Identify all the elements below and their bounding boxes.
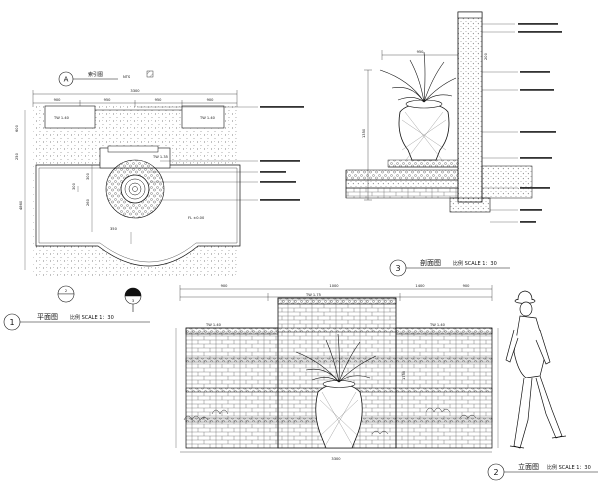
plan-dim-1: 900 (54, 98, 62, 102)
urn-section (398, 99, 450, 161)
elevation-scale: 比例 SCALE 1：30 (547, 464, 591, 471)
section-height-dim: 1350 (362, 128, 366, 138)
section-marker-bottom: 3 (124, 287, 142, 312)
plan-dim-4: 900 (207, 98, 215, 102)
elev-dim-2: 1000 (329, 284, 339, 288)
elev-overall-width: 3300 (331, 457, 341, 461)
plan-dim-2: 950 (104, 98, 112, 102)
elev-height-dim: 1750 (402, 370, 406, 380)
section-marker-left: 2 (57, 285, 75, 303)
index-title: 索引图 (88, 71, 103, 78)
elevation-view: 900 1000 1400 900 3300 TW 1.40 TW 1.75 T… (175, 284, 598, 481)
section-view-number: 3 (395, 264, 400, 273)
center-dim-1: 300 (86, 172, 90, 180)
elevation-title-block: 2 立面图 比例 SCALE 1：30 (487, 462, 598, 481)
small-label: FL ±0.00 (188, 216, 205, 220)
elevation-view-title: 立面图 (518, 462, 539, 471)
section-title-block: 3 剖面图 比例 SCALE 1：30 (389, 258, 510, 277)
right-dim: 4860 (19, 200, 23, 210)
pool-label: TW 1.35 (152, 155, 168, 159)
plan-dimensions (32, 90, 238, 107)
section-top-dim: 950 (417, 50, 425, 54)
elev-left-label: TW 1.40 (205, 323, 222, 327)
index-letter: A (64, 76, 69, 84)
person-figure (505, 290, 567, 449)
elev-dim-1: 900 (221, 284, 229, 288)
left-dim-1: 600 (15, 124, 19, 132)
center-dim-2: 260 (86, 198, 90, 206)
planter-right-label: TW 1.40 (199, 116, 216, 120)
left-dim-2: 250 (15, 152, 19, 160)
elev-right-label: TW 1.40 (429, 323, 446, 327)
elev-dim-3: 1400 (415, 284, 425, 288)
nts-label: NTS (123, 75, 131, 79)
retaining-wall (457, 11, 483, 203)
elevation-view-number: 2 (493, 468, 498, 477)
plan-view-number: 1 (9, 318, 14, 327)
section-marker-2-label: 2 (65, 289, 67, 293)
plan-view-title: 平面图 (37, 313, 58, 321)
section-view-title: 剖面图 (420, 258, 441, 267)
center-dim-4: 350 (110, 227, 118, 231)
shrubs (183, 407, 477, 435)
section-scale: 比例 SCALE 1：30 (453, 260, 497, 267)
index-marker: A 索引图 NTS (58, 70, 154, 87)
elev-dim-4: 900 (463, 284, 471, 288)
section-view: 950 1350 200 (345, 11, 562, 277)
elev-center-label: TW 1.75 (305, 293, 321, 297)
plan-dim-3: 950 (155, 98, 163, 102)
section-marker-3-label: 3 (132, 299, 134, 303)
plan-title-block: 1 平面图 比例 SCALE 1：30 (3, 313, 150, 331)
plan-view: A 索引图 NTS 3300 900 950 950 900 TW 1.40 T… (3, 70, 304, 331)
plant-section (379, 51, 457, 103)
plan-scale: 比例 SCALE 1：30 (70, 314, 114, 321)
center-dim-3: 300 (72, 182, 76, 190)
plant-elevation (295, 333, 377, 383)
plan-overall-width: 3300 (130, 89, 140, 93)
planter-left-label: TW 1.40 (53, 116, 70, 120)
planter-right (181, 105, 225, 129)
section-right-dim: 200 (484, 52, 488, 60)
planter-left (44, 105, 96, 129)
urn-elevation (315, 380, 363, 449)
